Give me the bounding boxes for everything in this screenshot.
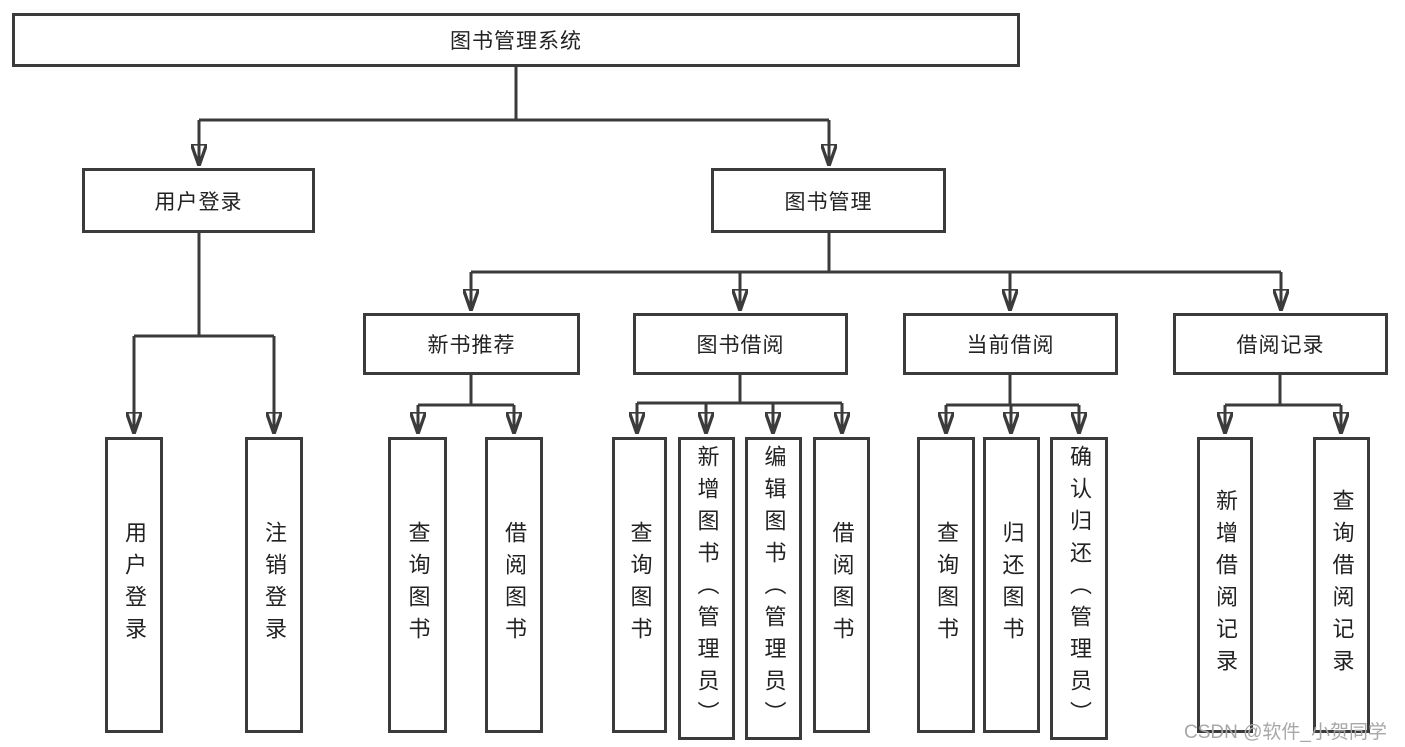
leaf-query-books-recommend-label: 查询图书 bbox=[405, 521, 431, 649]
node-borrowing-records-label: 借阅记录 bbox=[1236, 334, 1325, 357]
leaf-confirm-return-admin: 确认归还（管理员） bbox=[1050, 437, 1108, 740]
leaf-add-borrow-record: 新增借阅记录 bbox=[1197, 437, 1253, 733]
leaf-return-books: 归还图书 bbox=[983, 437, 1040, 733]
connector-book-borrowing-stem bbox=[637, 375, 842, 405]
leaf-query-borrow-record: 查询借阅记录 bbox=[1313, 437, 1370, 733]
node-user-login-label: 用户登录 bbox=[154, 190, 243, 214]
node-root-label: 图书管理系统 bbox=[450, 30, 582, 53]
leaf-edit-books-admin-label: 编辑图书（管理员） bbox=[761, 444, 787, 733]
leaf-borrow-books-recommend-label: 借阅图书 bbox=[502, 521, 527, 649]
connector-root-stem bbox=[199, 67, 829, 122]
leaf-borrow-books-recommend: 借阅图书 bbox=[485, 437, 543, 733]
leaf-return-books-label: 归还图书 bbox=[999, 521, 1025, 649]
watermark: CSDN @软件_小贺同学 bbox=[1184, 722, 1387, 743]
leaf-query-books-current: 查询图书 bbox=[917, 437, 975, 733]
connector-current-borrowing-stem bbox=[946, 375, 1079, 407]
leaf-user-login-label: 用户登录 bbox=[122, 521, 147, 649]
leaf-add-books-admin-label: 新增图书（管理员） bbox=[694, 444, 720, 733]
node-book-borrowing: 图书借阅 bbox=[633, 313, 848, 375]
node-root-library-management-system: 图书管理系统 bbox=[12, 13, 1020, 67]
node-book-management-label: 图书管理 bbox=[784, 190, 873, 214]
node-new-book-recommend-label: 新书推荐 bbox=[427, 334, 516, 357]
leaf-add-books-admin: 新增图书（管理员） bbox=[678, 437, 735, 740]
leaf-query-books-borrowing: 查询图书 bbox=[612, 437, 667, 733]
connector-user-login-stem bbox=[134, 233, 274, 338]
leaf-add-borrow-record-label: 新增借阅记录 bbox=[1213, 489, 1238, 681]
node-user-login: 用户登录 bbox=[82, 168, 315, 233]
leaf-confirm-return-admin-label: 确认归还（管理员） bbox=[1067, 444, 1092, 733]
leaf-borrow-books-borrowing: 借阅图书 bbox=[813, 437, 870, 733]
node-current-borrowing: 当前借阅 bbox=[903, 313, 1118, 375]
leaf-query-books-recommend: 查询图书 bbox=[388, 437, 447, 733]
leaf-user-login: 用户登录 bbox=[105, 437, 163, 733]
leaf-edit-books-admin: 编辑图书（管理员） bbox=[745, 437, 802, 740]
node-current-borrowing-label: 当前借阅 bbox=[966, 334, 1055, 357]
leaf-query-books-borrowing-label: 查询图书 bbox=[627, 521, 653, 649]
leaf-logout: 注销登录 bbox=[245, 437, 303, 733]
node-book-borrowing-label: 图书借阅 bbox=[696, 334, 785, 357]
connector-new-book-recommend-stem bbox=[418, 375, 514, 407]
leaf-query-books-current-label: 查询图书 bbox=[934, 521, 959, 649]
connector-book-management-stem bbox=[471, 233, 1281, 274]
node-new-book-recommend: 新书推荐 bbox=[363, 313, 580, 375]
node-borrowing-records: 借阅记录 bbox=[1173, 313, 1388, 375]
leaf-logout-label: 注销登录 bbox=[262, 521, 287, 649]
leaf-query-borrow-record-label: 查询借阅记录 bbox=[1329, 489, 1355, 681]
leaf-borrow-books-borrowing-label: 借阅图书 bbox=[829, 521, 855, 649]
connector-borrowing-records-stem bbox=[1225, 375, 1341, 407]
node-book-management: 图书管理 bbox=[711, 168, 946, 233]
